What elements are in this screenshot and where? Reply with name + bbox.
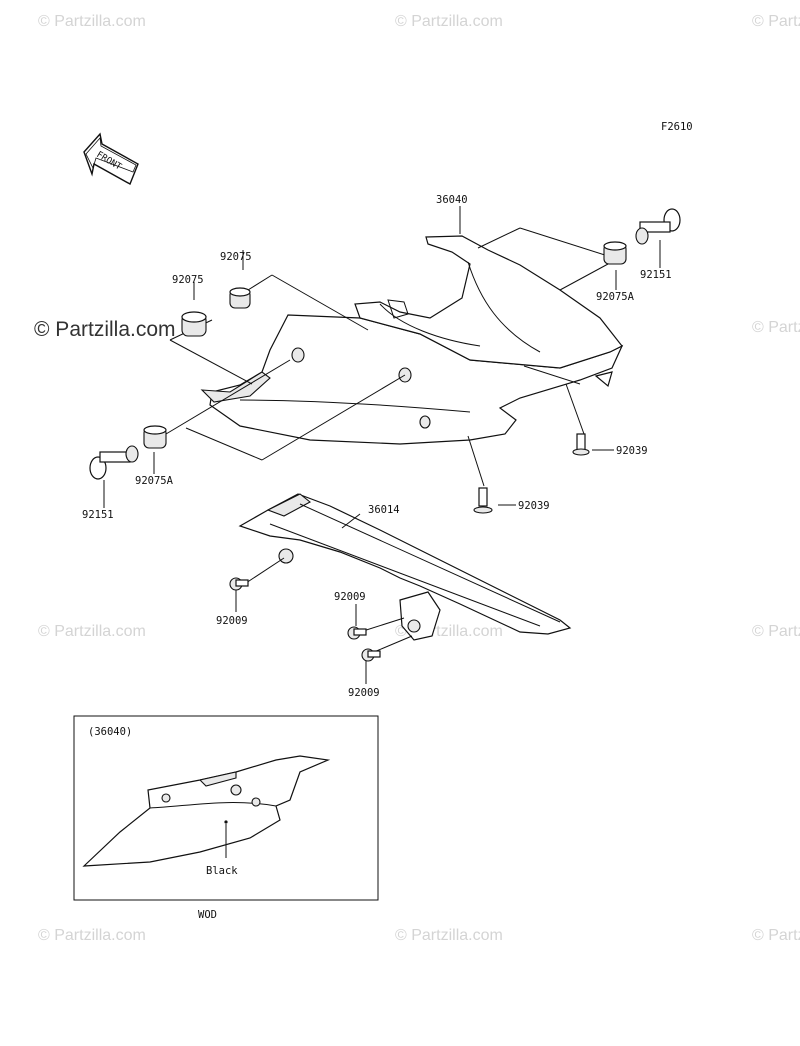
part-label-92075: 92075 bbox=[220, 251, 252, 263]
part-label-92039: 92039 bbox=[518, 500, 550, 512]
figure-code: F2610 bbox=[661, 121, 693, 133]
bolt-92151-right bbox=[635, 208, 681, 245]
watermark: © Partzilla.com bbox=[752, 319, 800, 336]
part-label-92009: 92009 bbox=[348, 687, 380, 699]
part-labels: 36040 92075 92075 92075A 92151 92075A 92… bbox=[82, 194, 672, 699]
watermark: © Partzilla.com bbox=[38, 623, 146, 640]
grommet-92075a-left bbox=[143, 425, 167, 449]
grommet-92075-left bbox=[181, 311, 207, 337]
bolt-92151-left bbox=[89, 445, 139, 480]
part-label-92075: 92075 bbox=[172, 274, 204, 286]
bolt-92009-mid bbox=[347, 626, 367, 640]
part-label-92009: 92009 bbox=[216, 615, 248, 627]
part-label-92151: 92151 bbox=[82, 509, 114, 521]
inset-title: (36040) bbox=[88, 726, 132, 738]
seat-cover-part bbox=[200, 235, 624, 445]
part-label-92039: 92039 bbox=[616, 445, 648, 457]
part-label-92151: 92151 bbox=[640, 269, 672, 281]
bolt-92009-left bbox=[229, 577, 249, 591]
grommet-92075a-right bbox=[603, 241, 627, 265]
watermark: © Partzilla.com bbox=[752, 13, 800, 30]
bolt-92009-bottom bbox=[361, 648, 381, 662]
part-label-92075a: 92075A bbox=[135, 475, 174, 487]
part-label-92075a: 92075A bbox=[596, 291, 635, 303]
inset-caption: WOD bbox=[198, 909, 217, 921]
part-label-36040: 36040 bbox=[436, 194, 468, 206]
part-label-92009: 92009 bbox=[334, 591, 366, 603]
color-note: Black bbox=[206, 865, 238, 877]
watermark: © Partzilla.com bbox=[752, 623, 800, 640]
watermark-dark: © Partzilla.com bbox=[34, 318, 176, 341]
inset-box: (36040) Black bbox=[73, 715, 379, 901]
clip-92039-mid bbox=[473, 487, 493, 514]
grommet-92075-top bbox=[229, 287, 251, 309]
watermark: © Partzilla.com bbox=[395, 927, 503, 944]
watermark: © Partzilla.com bbox=[38, 13, 146, 30]
watermark: © Partzilla.com bbox=[395, 13, 503, 30]
front-arrow-icon: FRONT bbox=[83, 132, 139, 185]
clip-92039-right bbox=[572, 433, 590, 456]
part-label-36014: 36014 bbox=[368, 504, 400, 516]
leader-lines bbox=[103, 206, 661, 508]
watermark: © Partzilla.com bbox=[38, 927, 146, 944]
leader-lines-lower bbox=[235, 557, 413, 684]
watermark: © Partzilla.com bbox=[752, 927, 800, 944]
chain-cover-part bbox=[238, 493, 572, 641]
